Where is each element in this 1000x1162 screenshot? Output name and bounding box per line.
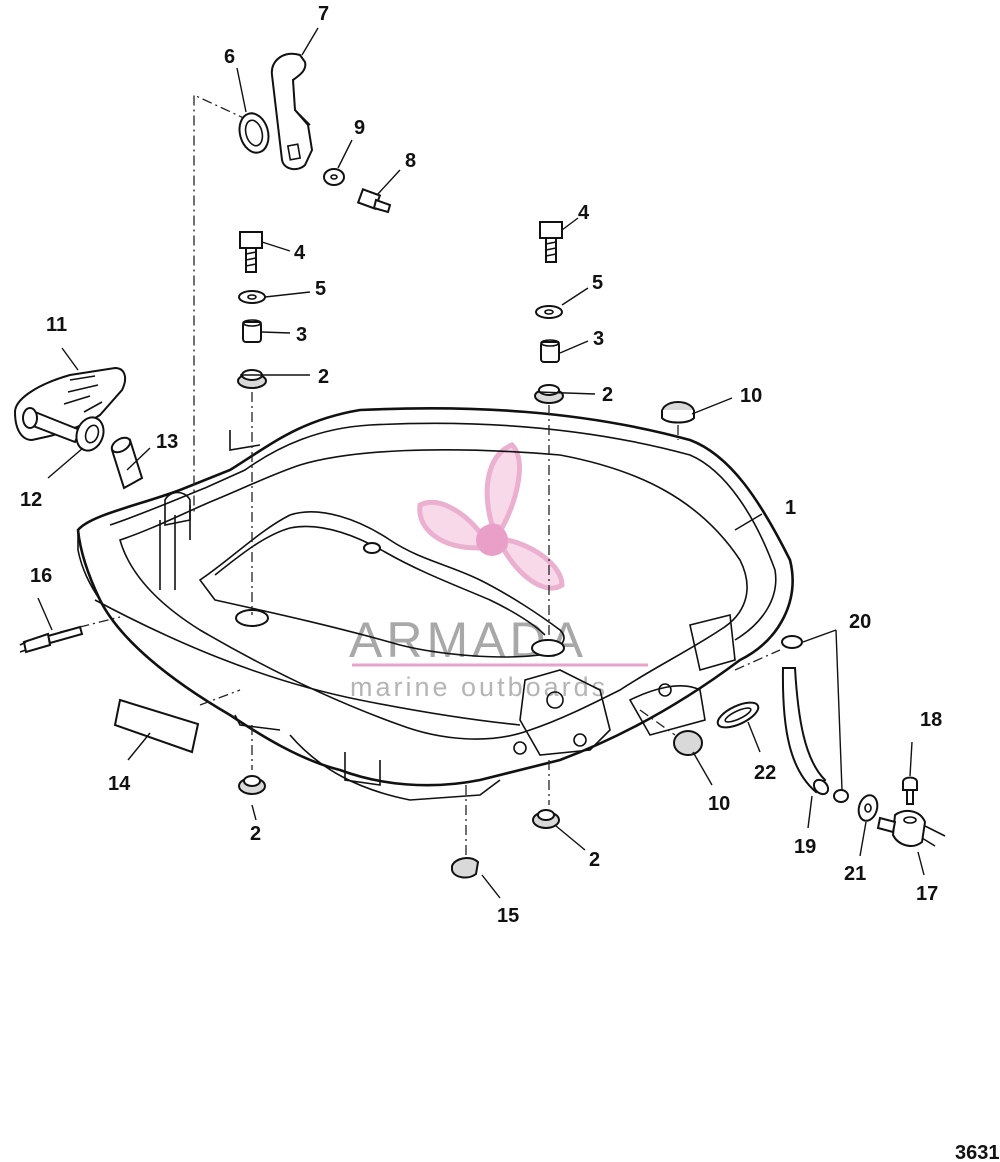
grommet-part-right — [534, 384, 564, 404]
callout-10a: 10 — [740, 385, 762, 407]
grommet-part-left — [237, 369, 267, 389]
grommet-part-bottom-left — [238, 775, 266, 795]
callout-17: 17 — [916, 883, 938, 905]
latch-hook-part — [270, 52, 314, 171]
plug-part-bottom — [673, 730, 703, 756]
fuel-connector-part — [876, 809, 946, 847]
callout-4a: 4 — [294, 242, 306, 264]
spacer-part-right — [540, 339, 560, 363]
callout-5a: 5 — [315, 278, 326, 300]
callout-2c: 2 — [250, 823, 261, 845]
callout-2d: 2 — [589, 849, 600, 871]
hose-clamp-part — [781, 635, 849, 803]
callout-labels: 1 2 2 2 2 3 3 4 4 5 5 6 7 8 9 10 10 11 1… — [20, 3, 942, 927]
foot-part — [451, 857, 480, 879]
washer-part-left — [238, 290, 266, 304]
spacer-part-left — [242, 319, 262, 343]
callout-20: 20 — [849, 611, 871, 633]
callout-10b: 10 — [708, 793, 730, 815]
seal-part — [75, 416, 105, 452]
callout-4b: 4 — [578, 202, 590, 224]
callout-21: 21 — [844, 863, 866, 885]
callout-12: 12 — [20, 489, 42, 511]
callout-13: 13 — [156, 431, 178, 453]
bolt-part-right — [539, 221, 563, 263]
callout-1: 1 — [785, 497, 796, 519]
o-ring-part — [238, 112, 270, 154]
washer-part-right — [535, 305, 563, 319]
hose-part — [781, 667, 830, 796]
callout-2b: 2 — [602, 384, 613, 406]
callout-3b: 3 — [593, 328, 604, 350]
screw-part-18 — [902, 776, 918, 805]
bottom-cowl-part — [76, 407, 794, 801]
screw-part — [356, 188, 392, 214]
watermark-tagline: marine outboards — [350, 672, 608, 702]
callout-9: 9 — [354, 117, 365, 139]
bushing-part — [110, 436, 144, 490]
figure-number: 3631 — [955, 1142, 1000, 1162]
callout-6: 6 — [224, 46, 235, 68]
callout-19: 19 — [794, 836, 816, 858]
fitting-part — [19, 625, 84, 654]
callout-5b: 5 — [592, 272, 603, 294]
armada-logo-icon — [417, 442, 565, 591]
assembly-lines — [59, 93, 781, 855]
grommet-part-bottom-right — [532, 809, 560, 829]
washer-part — [323, 168, 345, 186]
callout-15: 15 — [497, 905, 519, 927]
callout-7: 7 — [318, 3, 329, 25]
callout-16: 16 — [30, 565, 52, 587]
decal-part — [113, 698, 200, 754]
oval-grommet-part — [716, 701, 760, 729]
washer-part-21 — [857, 794, 879, 822]
bolt-part-left — [239, 231, 263, 273]
callout-11: 11 — [46, 314, 67, 336]
handle-part — [13, 366, 127, 444]
callout-14: 14 — [108, 773, 131, 795]
callout-3a: 3 — [296, 324, 307, 346]
callout-18: 18 — [920, 709, 942, 731]
plug-part-top — [661, 401, 695, 424]
callout-8: 8 — [405, 150, 416, 172]
callout-22: 22 — [754, 762, 776, 784]
leader-lines — [37, 27, 925, 899]
callout-2a: 2 — [318, 366, 329, 388]
